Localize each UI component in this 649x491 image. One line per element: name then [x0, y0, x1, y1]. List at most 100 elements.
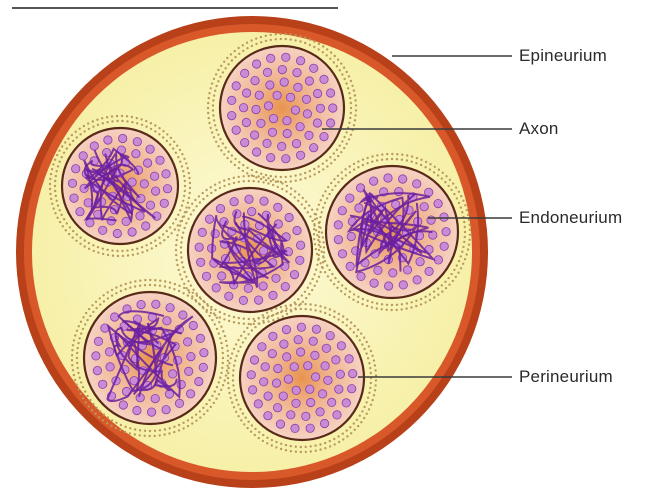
- axon: [136, 212, 144, 220]
- perineurium-dot: [299, 40, 301, 42]
- perineurium-dot: [319, 241, 321, 243]
- perineurium-dot: [188, 197, 190, 199]
- perineurium-dot: [319, 216, 321, 218]
- perineurium-dot: [210, 308, 212, 310]
- perineurium-dot: [195, 205, 197, 207]
- perineurium-dot: [464, 231, 466, 233]
- perineurium-dot: [174, 283, 176, 285]
- perineurium-dot: [183, 287, 185, 289]
- axon: [110, 313, 118, 321]
- axon: [272, 379, 280, 387]
- axon: [216, 204, 224, 212]
- perineurium-dot: [187, 425, 189, 427]
- perineurium-dot: [237, 404, 239, 406]
- perineurium-dot: [420, 159, 422, 161]
- perineurium-dot: [56, 154, 58, 156]
- perineurium-dot: [304, 37, 306, 39]
- perineurium-dot: [424, 301, 426, 303]
- perineurium-dot: [322, 261, 324, 263]
- axon: [146, 145, 154, 153]
- perineurium-dot: [290, 38, 292, 40]
- axon: [293, 68, 301, 76]
- perineurium-dot: [333, 283, 335, 285]
- perineurium-dot: [175, 218, 177, 220]
- perineurium-dot: [361, 343, 363, 345]
- perineurium-dot: [329, 58, 331, 60]
- perineurium-dot: [453, 269, 455, 271]
- perineurium-dot: [345, 287, 347, 289]
- perineurium-dot: [234, 360, 236, 362]
- perineurium-dot: [111, 120, 113, 122]
- endoneurium-label: Endoneurium: [519, 208, 622, 228]
- perineurium-dot: [319, 443, 321, 445]
- perineurium-dot: [354, 94, 356, 96]
- axon: [254, 296, 262, 304]
- perineurium-dot: [448, 284, 450, 286]
- axon: [186, 390, 194, 398]
- perineurium-dot: [115, 422, 117, 424]
- perineurium-dot: [322, 255, 324, 257]
- perineurium-dot: [203, 301, 205, 303]
- axon: [255, 91, 263, 99]
- perineurium-dot: [183, 195, 185, 197]
- perineurium-dot: [149, 284, 151, 286]
- perineurium-dot: [330, 279, 332, 281]
- perineurium-dot: [180, 251, 182, 253]
- axon: [321, 362, 329, 370]
- perineurium-dot: [363, 348, 365, 350]
- perineurium-dot: [326, 264, 328, 266]
- axon: [166, 304, 174, 312]
- perineurium-dot: [297, 298, 299, 300]
- perineurium-dot: [219, 316, 221, 318]
- perineurium-dot: [141, 246, 143, 248]
- perineurium-dot: [410, 306, 412, 308]
- perineurium-dot: [376, 302, 378, 304]
- perineurium-dot: [340, 290, 342, 292]
- perineurium-dot: [304, 207, 306, 209]
- perineurium-dot: [270, 175, 272, 177]
- perineurium-dot: [159, 285, 161, 287]
- perineurium-dot: [318, 43, 320, 45]
- perineurium-dot: [275, 176, 277, 178]
- perineurium-dot: [365, 352, 367, 354]
- axon: [195, 243, 203, 251]
- perineurium-dot: [425, 161, 427, 163]
- axon: [413, 276, 421, 284]
- perineurium-dot: [87, 122, 89, 124]
- perineurium-dot: [129, 281, 131, 283]
- perineurium-dot: [205, 311, 207, 313]
- perineurium-dot: [305, 308, 307, 310]
- axon: [304, 362, 312, 370]
- perineurium-dot: [164, 285, 166, 287]
- axon: [369, 177, 377, 185]
- perineurium-dot: [172, 147, 174, 149]
- perineurium-dot: [82, 316, 84, 318]
- perineurium-dot: [212, 109, 214, 111]
- perineurium-dot: [107, 416, 109, 418]
- perineurium-dot: [334, 443, 336, 445]
- perineurium-dot: [214, 323, 216, 325]
- perineurium-dot: [348, 138, 350, 140]
- perineurium-dot: [342, 433, 344, 435]
- perineurium-dot: [173, 141, 175, 143]
- axon: [399, 281, 407, 289]
- perineurium-dot: [315, 269, 317, 271]
- perineurium-dot: [183, 158, 185, 160]
- perineurium-dot: [107, 297, 109, 299]
- perineurium-dot: [116, 120, 118, 122]
- perineurium-dot: [243, 175, 245, 177]
- perineurium-dot: [265, 35, 267, 37]
- perineurium-dot: [199, 410, 201, 412]
- perineurium-dot: [144, 284, 146, 286]
- perineurium-dot: [462, 200, 464, 202]
- perineurium-dot: [460, 255, 462, 257]
- perineurium-dot: [217, 134, 219, 136]
- axon: [245, 195, 253, 203]
- axon: [244, 284, 252, 292]
- axon: [328, 398, 336, 406]
- perineurium-dot: [179, 209, 181, 211]
- perineurium-dot: [187, 294, 189, 296]
- perineurium-dot: [185, 162, 187, 164]
- perineurium-dot: [216, 317, 218, 319]
- perineurium-dot: [349, 117, 351, 119]
